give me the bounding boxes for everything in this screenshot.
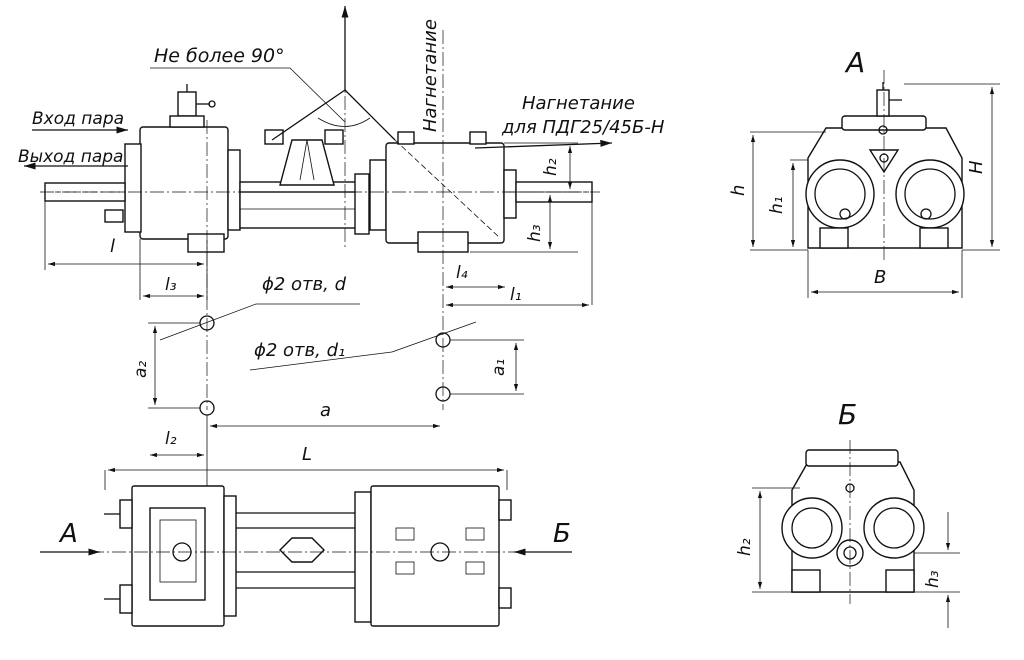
- plan-view: [90, 415, 530, 627]
- steam-out-label: Выход пара: [18, 147, 123, 167]
- dim-l1: l₁: [510, 285, 522, 305]
- dim-h2-view-b: h₂: [735, 538, 755, 556]
- view-a: [750, 70, 1000, 298]
- discharge-right-line2: для ПДГ25/45Б-Н: [501, 117, 665, 138]
- dim-B: B: [874, 267, 886, 288]
- steam-in-label: Вход пара: [32, 109, 124, 129]
- arrow-b-label: Б: [553, 519, 571, 549]
- dim-h3: h₃: [525, 224, 545, 242]
- dim-l4: l₄: [456, 263, 468, 283]
- dim-l2: l₂: [165, 429, 177, 449]
- arrow-a-label: А: [58, 519, 78, 549]
- dim-h3-view-b: h₃: [923, 570, 943, 588]
- dim-h: h: [728, 185, 749, 196]
- dim-a2: a₂: [131, 361, 151, 378]
- holes-d1-label: ϕ2 отв, d₁: [254, 340, 345, 361]
- view-b: [752, 440, 960, 628]
- view-a-title: А: [844, 46, 865, 79]
- view-b-title: Б: [838, 398, 857, 431]
- dim-L: L: [302, 444, 312, 465]
- holes-d-label: ϕ2 отв, d: [262, 274, 347, 295]
- discharge-right-line1: Нагнетание: [522, 93, 635, 114]
- dim-l3: l₃: [165, 275, 177, 295]
- angle-note: Не более 90°: [154, 45, 285, 67]
- dim-h2: h₂: [541, 158, 561, 176]
- discharge-vertical-label: Нагнетание: [420, 19, 441, 132]
- dim-l: l: [110, 236, 115, 257]
- dim-a1: a₁: [489, 359, 509, 376]
- dim-H: H: [966, 160, 987, 174]
- dim-h1: h₁: [767, 196, 787, 214]
- dim-a: a: [320, 400, 331, 421]
